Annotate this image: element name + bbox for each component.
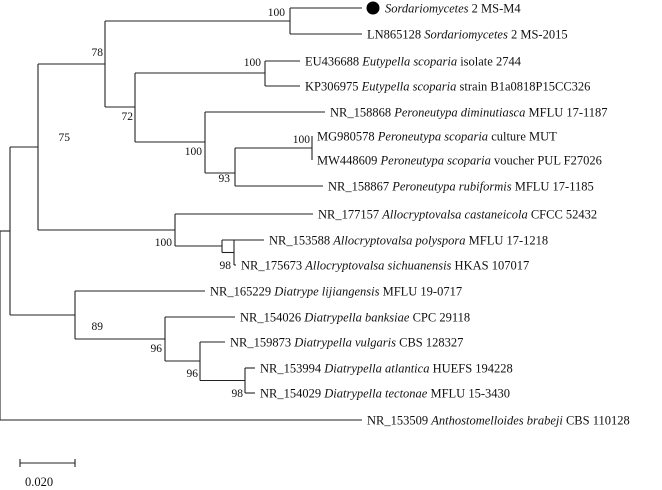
taxon-label: NR_154029 Diatrypella tectonae MFLU 15-3… — [260, 387, 510, 401]
taxon-strain: MFLU 19-0717 — [379, 285, 462, 299]
taxon-species-name: Diatrype lijiangensis — [273, 285, 379, 299]
tree-branches — [0, 7, 362, 421]
taxon-strain: CFCC 52432 — [528, 208, 597, 222]
support-value: 89 — [92, 321, 104, 333]
taxon-label: NR_153588 Allocryptovalsa polyspora MFLU… — [269, 234, 548, 248]
taxon-strain: MFLU 17-1185 — [512, 180, 594, 194]
taxon-species-name: Diatrypella tectonae — [323, 387, 428, 401]
support-value: 100 — [244, 57, 262, 69]
taxon-strain: voucher PUL F27026 — [491, 154, 602, 168]
taxon-label: NR_158867 Peroneutypa rubiformis MFLU 17… — [328, 180, 594, 194]
taxon-accession: NR_158868 — [330, 106, 394, 120]
support-value: 78 — [92, 47, 104, 59]
taxon-strain: 2 MS-M4 — [469, 2, 522, 16]
taxon-strain: CBS 128327 — [396, 336, 463, 350]
taxon-label: MW448609 Peroneutypa scoparia voucher PU… — [317, 154, 602, 168]
taxon-label: NR_175673 Allocryptovalsa sichuanensis H… — [241, 259, 529, 273]
taxon-accession: EU436688 — [305, 55, 362, 69]
highlight-marker-icon — [366, 1, 380, 15]
taxon-label: NR_165229 Diatrype lijiangensis MFLU 19-… — [210, 285, 462, 299]
taxon-accession: NR_153588 — [269, 234, 333, 248]
taxon-label: KP306975 Eutypella scoparia strain B1a08… — [305, 80, 590, 94]
scale-bar-label: 0.020 — [25, 475, 53, 489]
taxon-strain: MFLU 17-1187 — [525, 106, 607, 120]
taxon-label: NR_177157 Allocryptovalsa castaneicola C… — [318, 208, 597, 222]
taxon-accession: NR_154029 — [260, 387, 324, 401]
taxon-strain: MFLU 15-3430 — [427, 387, 510, 401]
taxon-species-name: Peroneutypa scoparia — [377, 130, 488, 144]
taxon-label: NR_159873 Diatrypella vulgaris CBS 12832… — [230, 336, 463, 350]
taxon-accession: NR_165229 — [210, 285, 274, 299]
taxon-strain: isolate 2744 — [457, 55, 522, 69]
taxon-label: NR_158868 Peroneutypa diminutiasca MFLU … — [330, 106, 608, 120]
support-value: 96 — [151, 343, 163, 355]
taxon-species-name: Diatrypella banksiae — [303, 311, 410, 325]
taxon-species-name: Sordariomycetes — [385, 2, 469, 16]
taxon-strain: CPC 29118 — [409, 311, 470, 325]
support-value: 100 — [155, 237, 173, 249]
taxon-accession: NR_153994 — [260, 362, 324, 376]
taxon-species-name: Anthostomelloides brabeji — [430, 414, 563, 428]
taxon-accession: LN865128 — [367, 28, 424, 42]
taxon-label: NR_153994 Diatrypella atlantica HUEFS 19… — [260, 362, 513, 376]
taxon-species-name: Allocryptovalsa castaneicola — [381, 208, 527, 222]
support-values: 100 78 100 72 100 100 93 75 100 98 89 96 96 98 — [59, 7, 311, 400]
support-value: 98 — [220, 260, 232, 272]
taxon-strain: culture MUT — [488, 130, 557, 144]
support-value: 96 — [187, 368, 199, 380]
taxon-species-name: Eutypella scoparia — [361, 80, 457, 94]
taxon-strain: strain B1a0818P15CC326 — [456, 80, 590, 94]
taxon-accession: MW448609 — [317, 154, 381, 168]
taxon-label: NR_153509 Anthostomelloides brabeji CBS … — [367, 414, 630, 428]
taxon-label: LN865128 Sordariomycetes 2 MS-2015 — [367, 28, 568, 42]
taxon-strain: HUEFS 194228 — [429, 362, 512, 376]
taxon-strain: HKAS 107017 — [451, 259, 529, 273]
support-value: 75 — [59, 132, 71, 144]
scale-bar: 0.020 — [19, 459, 76, 489]
taxon-accession: NR_154026 — [240, 311, 304, 325]
taxon-species-name: Allocryptovalsa sichuanensis — [304, 259, 451, 273]
taxon-accession: MG980578 — [317, 130, 378, 144]
taxon-label: MG980578 Peroneutypa scoparia culture MU… — [317, 130, 557, 144]
taxon-label: Sordariomycetes 2 MS-M4 — [385, 2, 521, 16]
support-value: 98 — [232, 388, 244, 400]
taxon-label: EU436688 Eutypella scoparia isolate 2744 — [305, 55, 522, 69]
support-value: 93 — [219, 173, 231, 185]
taxon-strain: CBS 110128 — [563, 414, 630, 428]
taxon-species-name: Allocryptovalsa polyspora — [332, 234, 465, 248]
taxon-strain: MFLU 17-1218 — [466, 234, 549, 248]
taxon-species-name: Peroneutypa rubiformis — [391, 180, 511, 194]
taxon-accession: NR_158867 — [328, 180, 392, 194]
support-value: 100 — [293, 134, 311, 146]
taxon-strain: 2 MS-2015 — [508, 28, 568, 42]
taxon-species-name: Diatrypella vulgaris — [293, 336, 396, 350]
taxon-accession: NR_177157 — [318, 208, 382, 222]
taxon-accession: NR_159873 — [230, 336, 294, 350]
support-value: 72 — [122, 111, 134, 123]
taxon-species-name: Peroneutypa scoparia — [380, 154, 491, 168]
taxon-accession: NR_153509 — [367, 414, 431, 428]
taxon-accession: KP306975 — [305, 80, 362, 94]
taxon-label: NR_154026 Diatrypella banksiae CPC 29118 — [240, 311, 470, 325]
taxon-accession: NR_175673 — [241, 259, 305, 273]
taxon-species-name: Eutypella scoparia — [361, 55, 457, 69]
taxon-species-name: Sordariomycetes — [424, 28, 508, 42]
support-value: 100 — [268, 7, 286, 19]
support-value: 100 — [185, 146, 203, 158]
taxon-species-name: Diatrypella atlantica — [323, 362, 429, 376]
taxon-species-name: Peroneutypa diminutiasca — [393, 106, 525, 120]
